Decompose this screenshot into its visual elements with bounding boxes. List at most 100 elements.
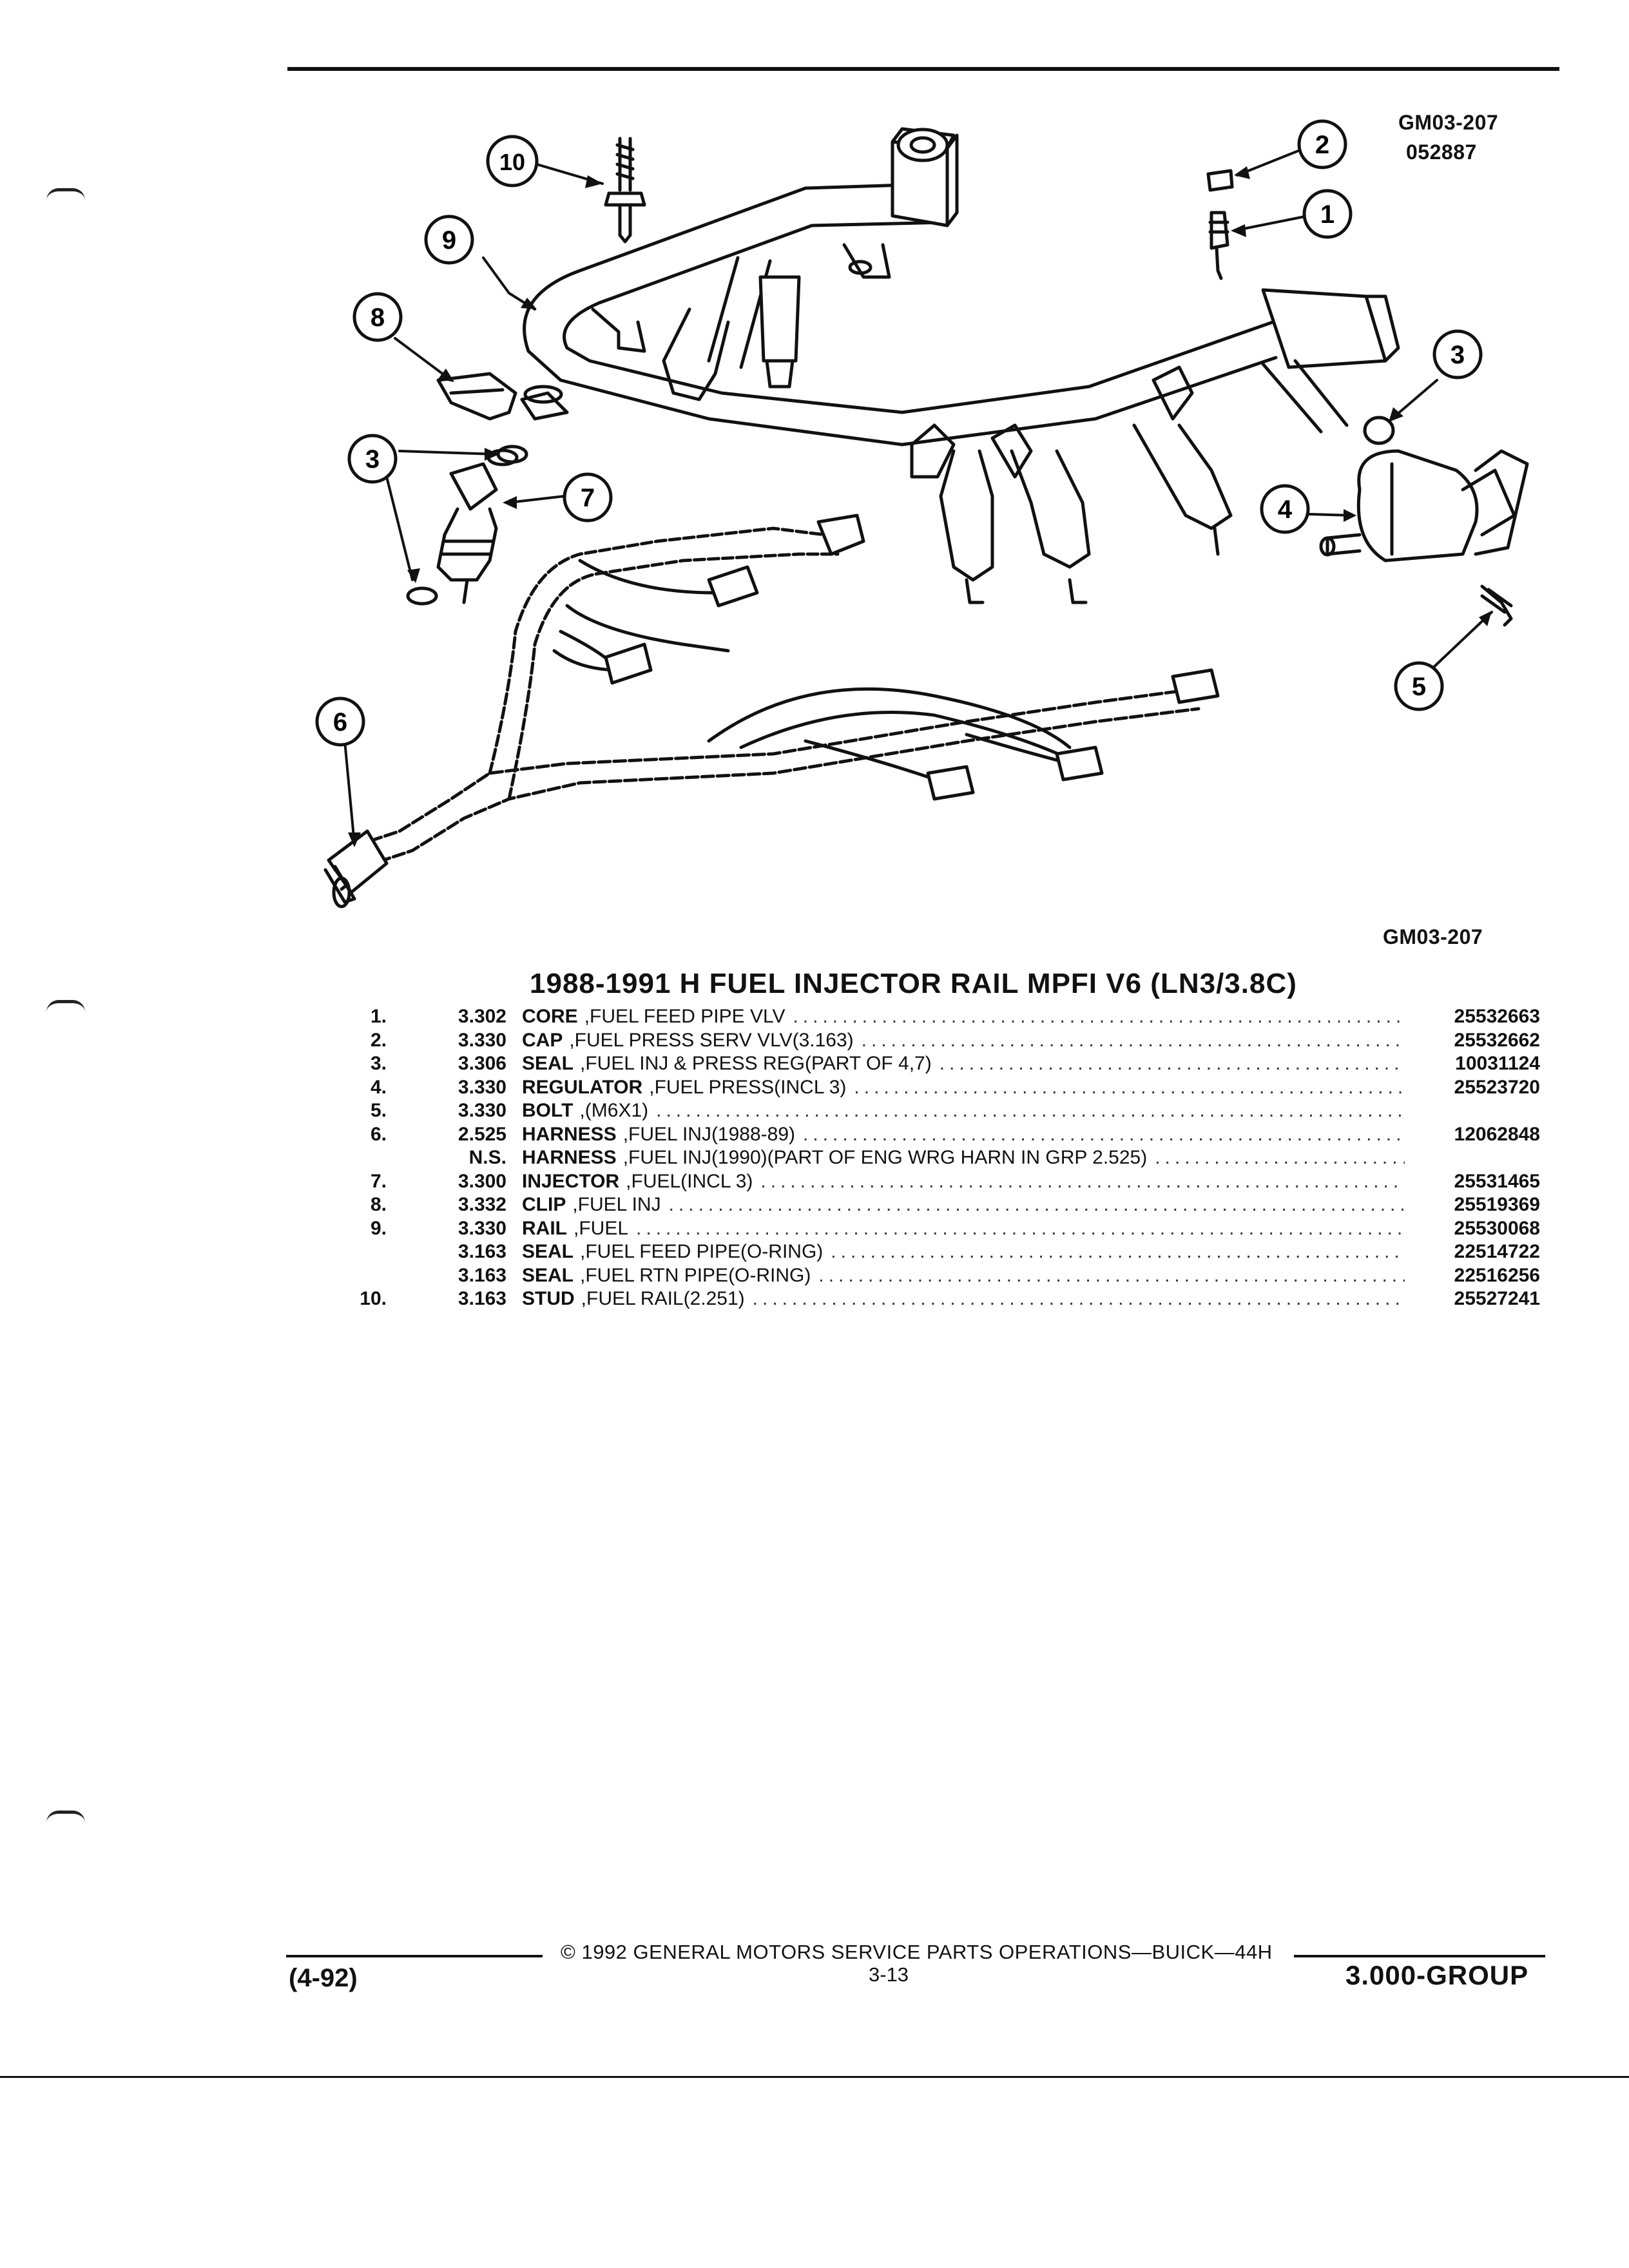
parts-row: 1. 3.302 CORE ,FUEL FEED PIPE VLV..........… [335, 1005, 1540, 1029]
part-description: BOLT,(M6X1).............................… [522, 1099, 1405, 1123]
part-number: 25527241 [1454, 1288, 1540, 1309]
fuel-pressure-regulator [1319, 449, 1529, 562]
o-ring-seal [406, 586, 438, 606]
group-number: 3.302 [458, 1006, 506, 1027]
group-number: 3.163 [458, 1264, 506, 1286]
svg-text:3: 3 [1451, 341, 1465, 369]
parts-row: 10. 3.163 STUD,FUEL RAIL(2.251)...........… [335, 1287, 1540, 1311]
part-name: HARNESS [522, 1123, 617, 1145]
item-number: 5. [370, 1100, 387, 1121]
group-number: 3.330 [458, 1076, 506, 1098]
group-number: 2.525 [458, 1123, 506, 1145]
dot-leader: ........................................… [1155, 1147, 1405, 1168]
part-name: RAIL [522, 1217, 567, 1239]
callout-3: 3 [1432, 329, 1483, 380]
illustration-code-top: GM03-207 [1398, 111, 1499, 134]
part-description: CLIP,FUEL INJ...........................… [522, 1193, 1405, 1217]
part-detail: ,FUEL PRESS(INCL 3) [649, 1076, 847, 1098]
part-number: 22514722 [1454, 1241, 1540, 1262]
dot-leader: ........................................… [854, 1076, 1405, 1098]
part-name: STUD [522, 1288, 575, 1309]
callout-1: 1 [1302, 189, 1353, 239]
part-name: SEAL [522, 1053, 574, 1074]
part-number: 25532662 [1454, 1029, 1540, 1051]
part-name: HARNESS [522, 1147, 617, 1168]
callout-9: 9 [424, 215, 474, 265]
parts-table: 1. 3.302 CORE ,FUEL FEED PIPE VLV..........… [335, 1005, 1540, 1311]
item-number: 9. [370, 1217, 387, 1239]
part-description: CORE ,FUEL FEED PIPE VLV.................… [522, 1005, 1405, 1029]
part-detail: ,FUEL INJ(1988-89) [622, 1123, 796, 1145]
part-number: 25519369 [1454, 1194, 1540, 1215]
callout-3: 3 [347, 434, 398, 484]
dot-leader: ........................................… [668, 1194, 1405, 1215]
part-description: SEAL ,FUEL RTN PIPE(O-RING)..............… [522, 1264, 1405, 1288]
svg-text:10: 10 [499, 149, 525, 175]
part-detail: ,FUEL INJ(1990)(PART OF ENG WRG HARN IN … [622, 1147, 1148, 1168]
part-name: CORE [522, 1006, 578, 1027]
item-number: 6. [370, 1123, 387, 1145]
group-number: 3.332 [458, 1194, 506, 1215]
part-name: INJECTOR [522, 1170, 620, 1192]
part-number: 25530068 [1454, 1217, 1540, 1239]
fuel-feed-pipe-vlv-core [1208, 211, 1229, 280]
item-number: 2. [370, 1029, 387, 1051]
callout-4: 4 [1260, 484, 1310, 534]
illustration-number-top: 052887 [1406, 140, 1477, 164]
dot-leader: ........................................… [803, 1123, 1405, 1145]
fuel-rail-stud [604, 137, 646, 244]
parts-row: 3.163 SEAL ,FUEL FEED PIPE(O-RING)........… [335, 1240, 1540, 1264]
regulator-bolt [1480, 584, 1513, 627]
part-name: CLIP [522, 1194, 566, 1215]
svg-text:3: 3 [365, 445, 380, 474]
revision-date: (4-92) [289, 1964, 358, 1992]
o-ring-seal [1363, 416, 1395, 445]
parts-row: N.S.HARNESS,FUEL INJ(1990)(PART OF ENG W… [335, 1146, 1540, 1170]
part-description: STUD,FUEL RAIL(2.251)...................… [522, 1287, 1405, 1311]
dot-leader: ........................................… [793, 1006, 1405, 1027]
part-number: 25531465 [1454, 1170, 1540, 1192]
part-detail: ,FUEL FEED PIPE(O-RING) [580, 1241, 824, 1262]
callout-7: 7 [563, 472, 613, 523]
part-name: SEAL [522, 1241, 574, 1262]
part-detail: ,FUEL FEED PIPE VLV [584, 1006, 786, 1027]
dot-leader: ........................................… [939, 1053, 1405, 1074]
dot-leader: ........................................… [861, 1029, 1405, 1051]
part-number: 12062848 [1454, 1123, 1540, 1145]
group-number: 3.300 [458, 1170, 506, 1192]
part-name: SEAL [522, 1264, 574, 1286]
svg-text:7: 7 [581, 484, 595, 512]
bottom-rule [0, 2076, 1629, 2078]
dot-leader: ........................................… [818, 1264, 1405, 1286]
parts-row: 5. 3.330 BOLT,(M6X1)......................… [335, 1099, 1540, 1123]
part-detail: ,(M6X1) [579, 1100, 649, 1121]
group-number: 3.163 [458, 1241, 506, 1262]
part-detail: ,FUEL RTN PIPE(O-RING) [580, 1264, 811, 1286]
group-label: 3.000-GROUP [1345, 1960, 1529, 1990]
part-description: INJECTOR,FUEL(INCL 3)...................… [522, 1170, 1405, 1194]
footer-rule-left [286, 1955, 543, 1957]
footer-rule-right [1294, 1955, 1545, 1957]
item-number: 1. [370, 1006, 387, 1027]
svg-text:2: 2 [1315, 131, 1329, 159]
item-number: 8. [370, 1194, 387, 1215]
group-number: 3.330 [458, 1100, 506, 1121]
fuel-press-serv-vlv-cap [1206, 169, 1234, 192]
callout-6: 6 [315, 697, 365, 747]
item-number: 10. [360, 1288, 387, 1309]
dot-leader: ........................................… [831, 1241, 1405, 1262]
fuel-injectors-on-rail [662, 256, 1233, 604]
fuel-injector-harness [323, 514, 1220, 908]
margin-mark [46, 1000, 85, 1012]
callout-5: 5 [1394, 661, 1444, 711]
part-description: HARNESS,FUEL INJ(1988-89)...............… [522, 1123, 1405, 1147]
item-number: 4. [370, 1076, 387, 1098]
part-detail: ,FUEL(INCL 3) [626, 1170, 753, 1192]
part-number: 10031124 [1455, 1053, 1540, 1074]
svg-text:6: 6 [333, 708, 347, 736]
callout-10: 10 [486, 135, 539, 187]
group-number: 3.163 [458, 1288, 506, 1309]
